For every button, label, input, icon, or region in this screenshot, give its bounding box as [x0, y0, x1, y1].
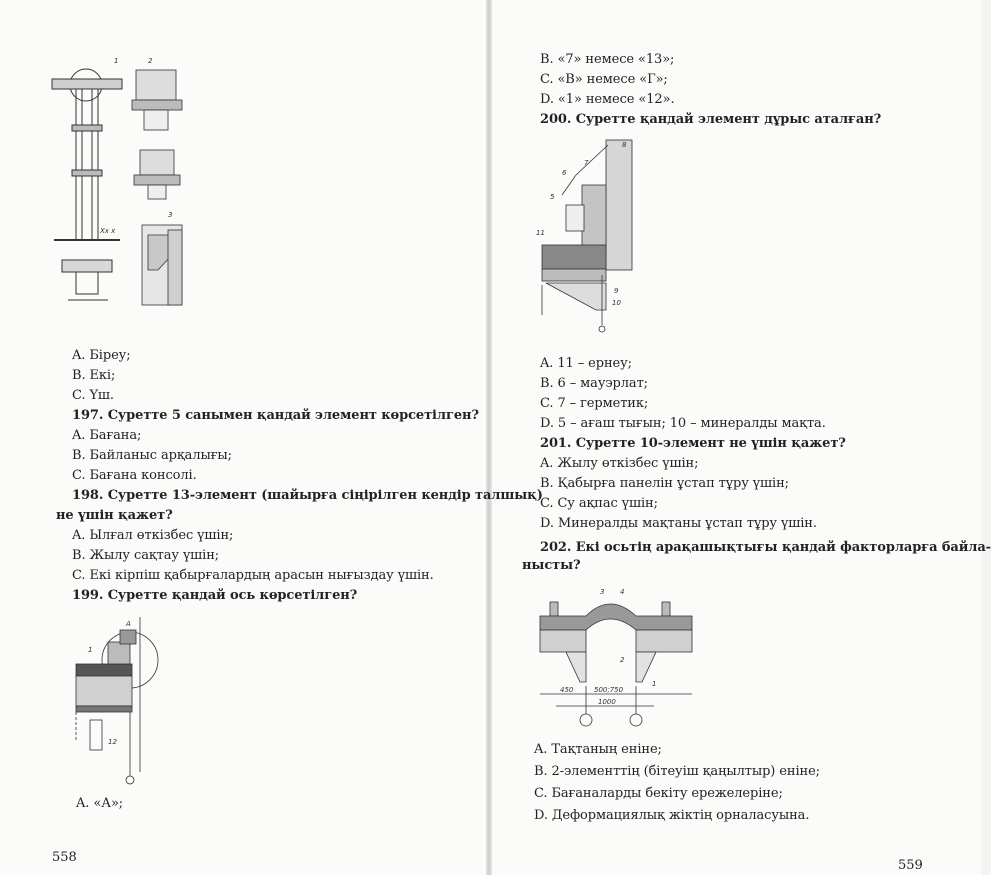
fig3-label: 6 [562, 169, 567, 177]
answer-line: D. Минералды мақтаны ұстап тұру үшін. [540, 516, 817, 531]
figure-expansion-joint: 3 4 2 1 450 500;750 1000 [536, 582, 696, 732]
fig1-label: 1 [114, 57, 118, 65]
question-202: 202. Екі осьтің арақашықтығы қандай факт… [540, 540, 991, 555]
fig3-label: 11 [536, 229, 545, 237]
question-199: 199. Суретте қандай ось көрсетілген? [72, 588, 358, 603]
answer-line: D. Деформациялық жіктің орналасуына. [534, 808, 810, 823]
answer-line: B. Екі; [72, 368, 116, 383]
right-page [490, 0, 982, 875]
fig4-label: 450 [560, 686, 574, 694]
answer-line: A. Біреу; [72, 348, 131, 363]
fig3-label: 10 [612, 299, 621, 307]
fig1-label: 3 [168, 211, 172, 219]
question-198: 198. Суретте 13-элемент (шайырға сіңіріл… [72, 488, 543, 503]
answer-line: A. Бағана; [72, 428, 142, 443]
question-200: 200. Суретте қандай элемент дұрыс аталға… [540, 112, 882, 127]
fig4-label: 2 [620, 656, 625, 664]
answer-line: A. Жылу өткізбес үшін; [540, 456, 699, 471]
answer-line: D. «1» немесе «12». [540, 92, 675, 107]
answer-line: B. 2-элементтің (бітеуіш қаңылтыр) еніне… [534, 764, 820, 779]
answer-line: A. Ылғал өткізбес үшін; [72, 528, 234, 543]
answer-line: B. Байланыс арқалығы; [72, 448, 232, 463]
question-197: 197. Суретте 5 санымен қандай элемент кө… [72, 408, 479, 423]
fig3-label: 5 [550, 193, 555, 201]
fig3-label: 9 [614, 287, 619, 295]
answer-line: B. Қабырға панелін ұстап тұру үшін; [540, 476, 789, 491]
answer-line: D. 5 – ағаш тығын; 10 – минералды мақта. [540, 416, 826, 431]
page-number-left: 558 [52, 850, 77, 865]
answer-line: C. «В» немесе «Г»; [540, 72, 668, 87]
fig1-label: Хх х [99, 227, 116, 235]
answer-line: C. Екі кірпіш қабырғалардың арасын нығыз… [72, 568, 434, 583]
fig2-label: 12 [108, 738, 117, 746]
fig4-label: 500;750 [594, 686, 624, 694]
fig4-label: 4 [620, 588, 624, 596]
answer-line: C. Су ақпас үшін; [540, 496, 658, 511]
fig4-label: 1 [652, 680, 656, 688]
figure-axis-detail: А 1 12 [68, 612, 168, 792]
fig2-label: А [125, 620, 131, 628]
fig3-label: 8 [622, 141, 627, 149]
left-page [0, 0, 488, 875]
page-number-right: 559 [898, 858, 923, 873]
answer-line: B. 6 – мауэрлат; [540, 376, 648, 391]
figure-parapet-detail: 8 7 6 5 11 9 10 [536, 135, 646, 345]
answer-line: A. 11 – ернеу; [540, 356, 632, 371]
answer-line: B. «7» немесе «13»; [540, 52, 675, 67]
question-198-cont: не үшін қажет? [56, 508, 173, 523]
answer-line: C. Үш. [72, 388, 114, 403]
answer-line: C. Бағана консолі. [72, 468, 197, 483]
figure-column-joints: 1 2 3 Хх х [48, 55, 218, 325]
book-spine [486, 0, 492, 875]
question-201: 201. Суретте 10-элемент не үшін қажет? [540, 436, 846, 451]
fig4-label: 1000 [598, 698, 616, 706]
fig4-label: 3 [600, 588, 604, 596]
answer-line: C. Бағаналарды бекіту ережелеріне; [534, 786, 783, 801]
answer-line: A. «А»; [76, 796, 124, 811]
answer-line: C. 7 – герметик; [540, 396, 649, 411]
answer-line: A. Тақтаның еніне; [534, 742, 662, 757]
fig2-label: 1 [88, 646, 92, 654]
fig1-label: 2 [148, 57, 153, 65]
fig3-label: 7 [584, 159, 589, 167]
question-202-cont: нысты? [522, 558, 581, 573]
answer-line: B. Жылу сақтау үшін; [72, 548, 220, 563]
